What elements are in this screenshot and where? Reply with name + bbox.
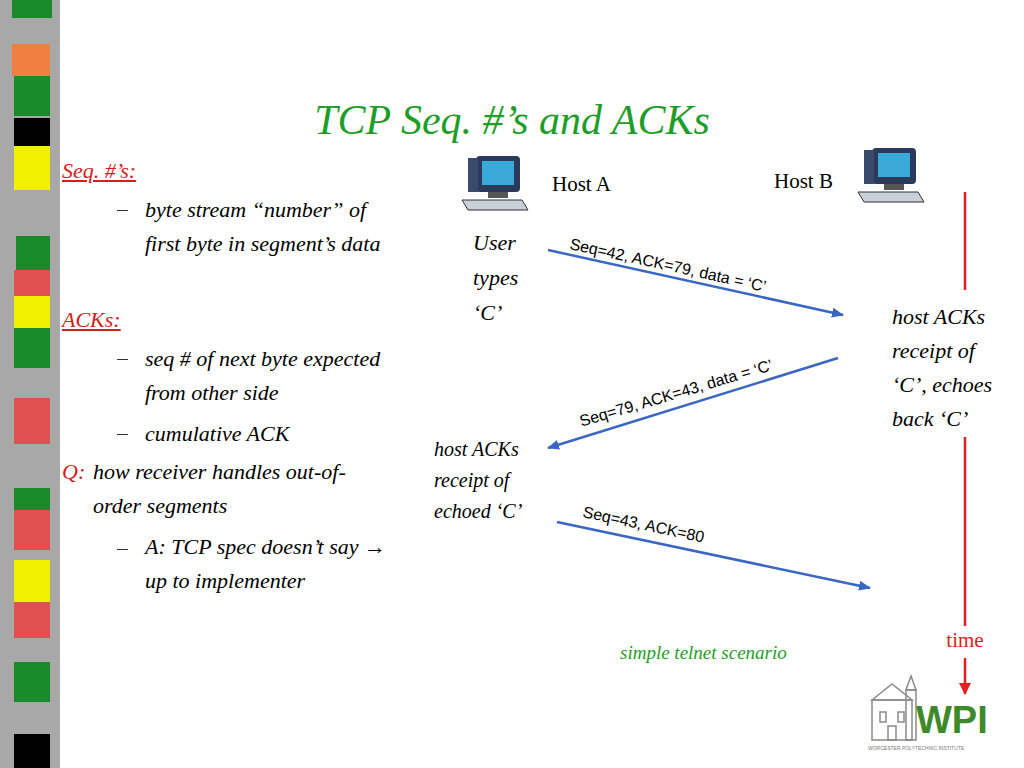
message-arrow (548, 358, 838, 448)
bullet-text: cumulative ACK (145, 417, 395, 451)
bullet-text: seq # of next byte expected from other s… (145, 342, 395, 410)
side-strip (0, 0, 60, 768)
message-label: Seq=42, ACK=79, data = ‘C’ (568, 234, 768, 297)
logo-text: WPI (916, 700, 1012, 740)
event-note: User types ‘C’ (473, 225, 543, 330)
bullet-dash (117, 434, 128, 435)
caption-note: simple telnet scenario (620, 641, 840, 665)
message-label: Seq=79, ACK=43, data = ‘C’ (577, 355, 775, 431)
time-axis (964, 658, 967, 694)
bullet-dash (117, 549, 128, 550)
event-note: host ACKs receipt of echoed ‘C’ (434, 434, 532, 527)
section-heading: Seq. #’s: (62, 156, 182, 186)
event-note: host ACKs receipt of ‘C’, echoes back ‘C… (892, 300, 1010, 436)
bullet-dash (117, 359, 128, 360)
axis-label: time (930, 627, 1000, 653)
slide-title: TCP Seq. #’s and ACKs (0, 94, 1024, 146)
section-heading: ACKs: (62, 305, 182, 335)
question-marker: Q: (62, 455, 92, 489)
time-axis (964, 437, 967, 626)
computer-icon (858, 148, 924, 202)
bullet-text: A: TCP spec doesn’t say → up to implemen… (145, 530, 395, 598)
logo-building (872, 676, 916, 740)
host-label: Host A (552, 171, 652, 197)
question-text: how receiver handles out-of-order segmen… (93, 455, 393, 523)
host-label: Host B (774, 168, 874, 194)
computer-icon (462, 156, 528, 210)
logo-subtext: WORCESTER POLYTECHNIC INSTITUTE (868, 744, 1018, 752)
bullet-dash (117, 210, 128, 211)
message-arrow (548, 250, 843, 315)
message-arrow (557, 522, 870, 588)
time-axis (964, 192, 967, 290)
bullet-text: byte stream “number” of first byte in se… (145, 193, 395, 261)
